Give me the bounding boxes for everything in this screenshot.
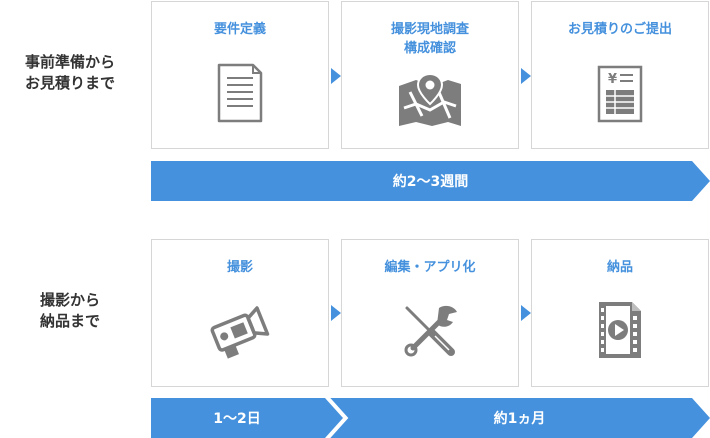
step-quotation-title: お見積りのご提出 bbox=[567, 22, 672, 37]
section1-label-line1: 事前準備から bbox=[24, 53, 115, 71]
section1-label: 事前準備から お見積りまで bbox=[0, 52, 140, 94]
duration-bar-preparation: 約2～3週間 bbox=[151, 161, 710, 201]
step-site-survey-title-line1: 撮影現地調査 bbox=[390, 22, 469, 37]
flow-arrow bbox=[331, 305, 341, 321]
flow-arrow bbox=[521, 68, 531, 84]
step-shooting-card: 撮影 bbox=[151, 239, 329, 387]
step-site-survey-title-line2: 構成確認 bbox=[403, 41, 456, 56]
step-requirements-title: 要件定義 bbox=[213, 22, 266, 37]
flow-arrow bbox=[521, 305, 531, 321]
section1-label-line2: お見積りまで bbox=[24, 74, 115, 92]
section2-label-line1: 撮影から bbox=[39, 291, 100, 309]
step-shooting-title: 撮影 bbox=[226, 260, 253, 275]
duration-preparation-text: 約2～3週間 bbox=[392, 174, 469, 190]
step-editing-card: 編集・アプリ化 bbox=[341, 239, 519, 387]
flow-arrow bbox=[331, 68, 341, 84]
duration-bar-shooting: 1～2日 bbox=[151, 398, 343, 438]
step-requirements-card: 要件定義 bbox=[151, 1, 329, 149]
step-delivery-title: 納品 bbox=[606, 260, 633, 275]
yen-invoice-icon: ¥ bbox=[597, 65, 643, 123]
document-icon bbox=[217, 63, 263, 123]
video-file-icon bbox=[599, 302, 641, 358]
step-editing-title: 編集・アプリ化 bbox=[384, 260, 476, 275]
step-site-survey-card: 撮影現地調査 構成確認 bbox=[341, 1, 519, 149]
duration-editing-text: 約1ヵ月 bbox=[493, 411, 546, 427]
duration-bar-editing: 約1ヵ月 bbox=[329, 398, 710, 438]
step-quotation-card: お見積りのご提出 ¥ bbox=[531, 1, 709, 149]
step-delivery-card: 納品 bbox=[531, 239, 709, 387]
video-camera-icon bbox=[210, 306, 270, 359]
duration-shooting-text: 1～2日 bbox=[213, 411, 261, 427]
map-pin-icon bbox=[399, 72, 461, 126]
section2-label: 撮影から 納品まで bbox=[0, 290, 140, 332]
section2-label-line2: 納品まで bbox=[39, 312, 100, 330]
svg-text:¥: ¥ bbox=[608, 72, 617, 87]
wrench-screwdriver-icon bbox=[404, 305, 457, 357]
